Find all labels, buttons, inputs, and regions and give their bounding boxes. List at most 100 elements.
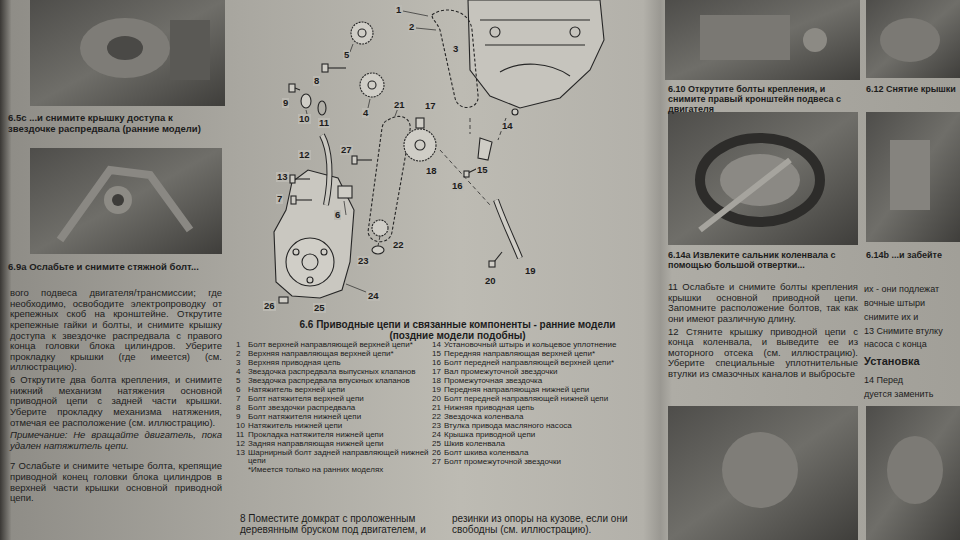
tensioner (301, 94, 311, 108)
key-text: Болт звездочки распредвала (248, 404, 430, 412)
callout-number: 24 (367, 291, 380, 301)
chain-cover (307, 277, 313, 283)
body-text: 12 Стяните крышку приводной цепи с конца… (668, 327, 858, 380)
key-row: 24Крышка приводной цепи (432, 431, 646, 439)
key-text: Крышка приводной цепи (444, 431, 646, 439)
chain-cover (286, 238, 334, 286)
callout-number: 11 (318, 118, 330, 128)
leader-line (403, 11, 428, 16)
key-row: 11Прокладка натяжителя нижней цепи (236, 431, 430, 439)
leader-line (350, 44, 353, 52)
key-text: Установочный штырь и кольцевое уплотнени… (444, 341, 646, 349)
lower-chain (368, 116, 410, 241)
bolt (295, 88, 300, 90)
key-text: Болт верхней направляющей верхней цепи* (248, 341, 430, 349)
alignment-line (470, 118, 471, 134)
leader-line (306, 11, 436, 292)
bolt (489, 261, 495, 267)
text-column: 11 Ослабьте и снимите болты крепления кр… (668, 282, 858, 382)
idler-sprocket (415, 140, 425, 150)
key-number: 22 (432, 413, 444, 421)
photo-caption: 6.9a Ослабьте и снимите стяжной болт... (8, 262, 222, 273)
crank-sprocket (372, 246, 384, 254)
photo (30, 0, 225, 106)
photo (668, 406, 858, 540)
key-number: 27 (432, 458, 444, 466)
photo (866, 112, 960, 242)
tensioner (301, 94, 326, 115)
alignment-line (440, 150, 490, 205)
key-text: Втулка привода масляного насоса (444, 422, 646, 430)
photo-caption: 6.14a Извлеките сальник коленвала с помо… (668, 250, 860, 270)
camshaft-sprocket (351, 22, 384, 97)
key-row: 8Болт звездочки распредвала (236, 404, 430, 412)
callout-number: 27 (340, 145, 353, 155)
key-row: 21Нижняя приводная цепь (432, 404, 646, 412)
photo (668, 406, 858, 540)
key-text: Болт передней направляющей нижней цепи (444, 395, 646, 403)
key-row: 4Звездочка распредвала выпускных клапано… (236, 368, 430, 376)
body-text: 13 Снимите втулку (864, 326, 943, 336)
key-row: 19Передняя направляющая нижней цепи (432, 386, 646, 394)
key-number: 5 (236, 377, 248, 385)
key-text: Передняя направляющая верхней цепи* (444, 350, 646, 358)
chain-cover (321, 249, 327, 255)
key-text: Болт передней направляющей верхней цепи* (444, 359, 646, 367)
bolt (357, 159, 372, 160)
chain-guide (322, 135, 329, 205)
callout-number: 4 (362, 108, 369, 118)
key-text: Звездочка распредвала выпускных клапанов (248, 368, 430, 376)
chain-cover (302, 254, 318, 270)
key-row: 25Шкив коленвала (432, 440, 646, 448)
camshaft-sprocket (368, 81, 376, 89)
body-text: резинки из опоры на кузове, если они сво… (452, 513, 652, 535)
bolt (464, 171, 469, 177)
photo (107, 36, 143, 60)
key-text: Шарнирный болт задней направляющей нижне… (248, 449, 430, 465)
photo (700, 15, 790, 60)
key-text: Болт натяжителя верхней цепи (248, 395, 430, 403)
callout-number: 10 (298, 114, 311, 124)
dowel (512, 109, 518, 115)
key-text: Болт шкива коленвала (444, 449, 646, 457)
key-number: 12 (236, 440, 248, 448)
key-text: Передняя направляющая нижней цепи (444, 386, 646, 394)
camshaft-sprocket (351, 22, 373, 44)
exploded-view (274, 0, 604, 303)
chain-guide (496, 200, 520, 258)
alignment-line (378, 236, 380, 246)
photo (665, 0, 860, 80)
key-text: Верхняя приводная цепь (248, 359, 430, 367)
key-row: *Имеется только на ранних моделях (236, 466, 430, 474)
section-heading: Установка (864, 355, 920, 367)
key-text: Прокладка натяжителя нижней цепи (248, 431, 430, 439)
chain-cover (293, 249, 299, 255)
key-row: 1Болт верхней направляющей верхней цепи* (236, 341, 430, 349)
photo (866, 406, 960, 540)
note-text: Примечание: Не вращайте двигатель, пока … (10, 430, 222, 451)
chain-guide (322, 135, 329, 205)
key-row: 27Болт промежуточной звездочки (432, 458, 646, 466)
alignment-line (378, 118, 506, 246)
photo-caption: 6.10 Открутите болты крепления, и снимит… (668, 84, 860, 114)
key-number: 3 (236, 359, 248, 367)
callout-number: 12 (298, 150, 311, 160)
photo (866, 406, 960, 540)
photo (866, 112, 960, 242)
key-text: Болт промежуточной звездочки (444, 458, 646, 466)
key-row: 16Болт передней направляющей верхней цеп… (432, 359, 646, 367)
key-number: 9 (236, 413, 248, 421)
callout-number: 15 (476, 165, 489, 175)
body-text: снимите их и (864, 312, 918, 322)
bolt (322, 64, 328, 72)
callout-number: 13 (276, 172, 289, 182)
body-text: вого подвеса двигателя/трансмиссии; где … (10, 288, 222, 373)
bolt (290, 175, 295, 183)
body-text: их - они подлежат (864, 284, 939, 294)
key-number: 7 (236, 395, 248, 403)
key-text: Нижняя приводная цепь (444, 404, 646, 412)
key-row: 13Шарнирный болт задней направляющей ниж… (236, 449, 430, 465)
idler-sprocket (404, 129, 436, 161)
